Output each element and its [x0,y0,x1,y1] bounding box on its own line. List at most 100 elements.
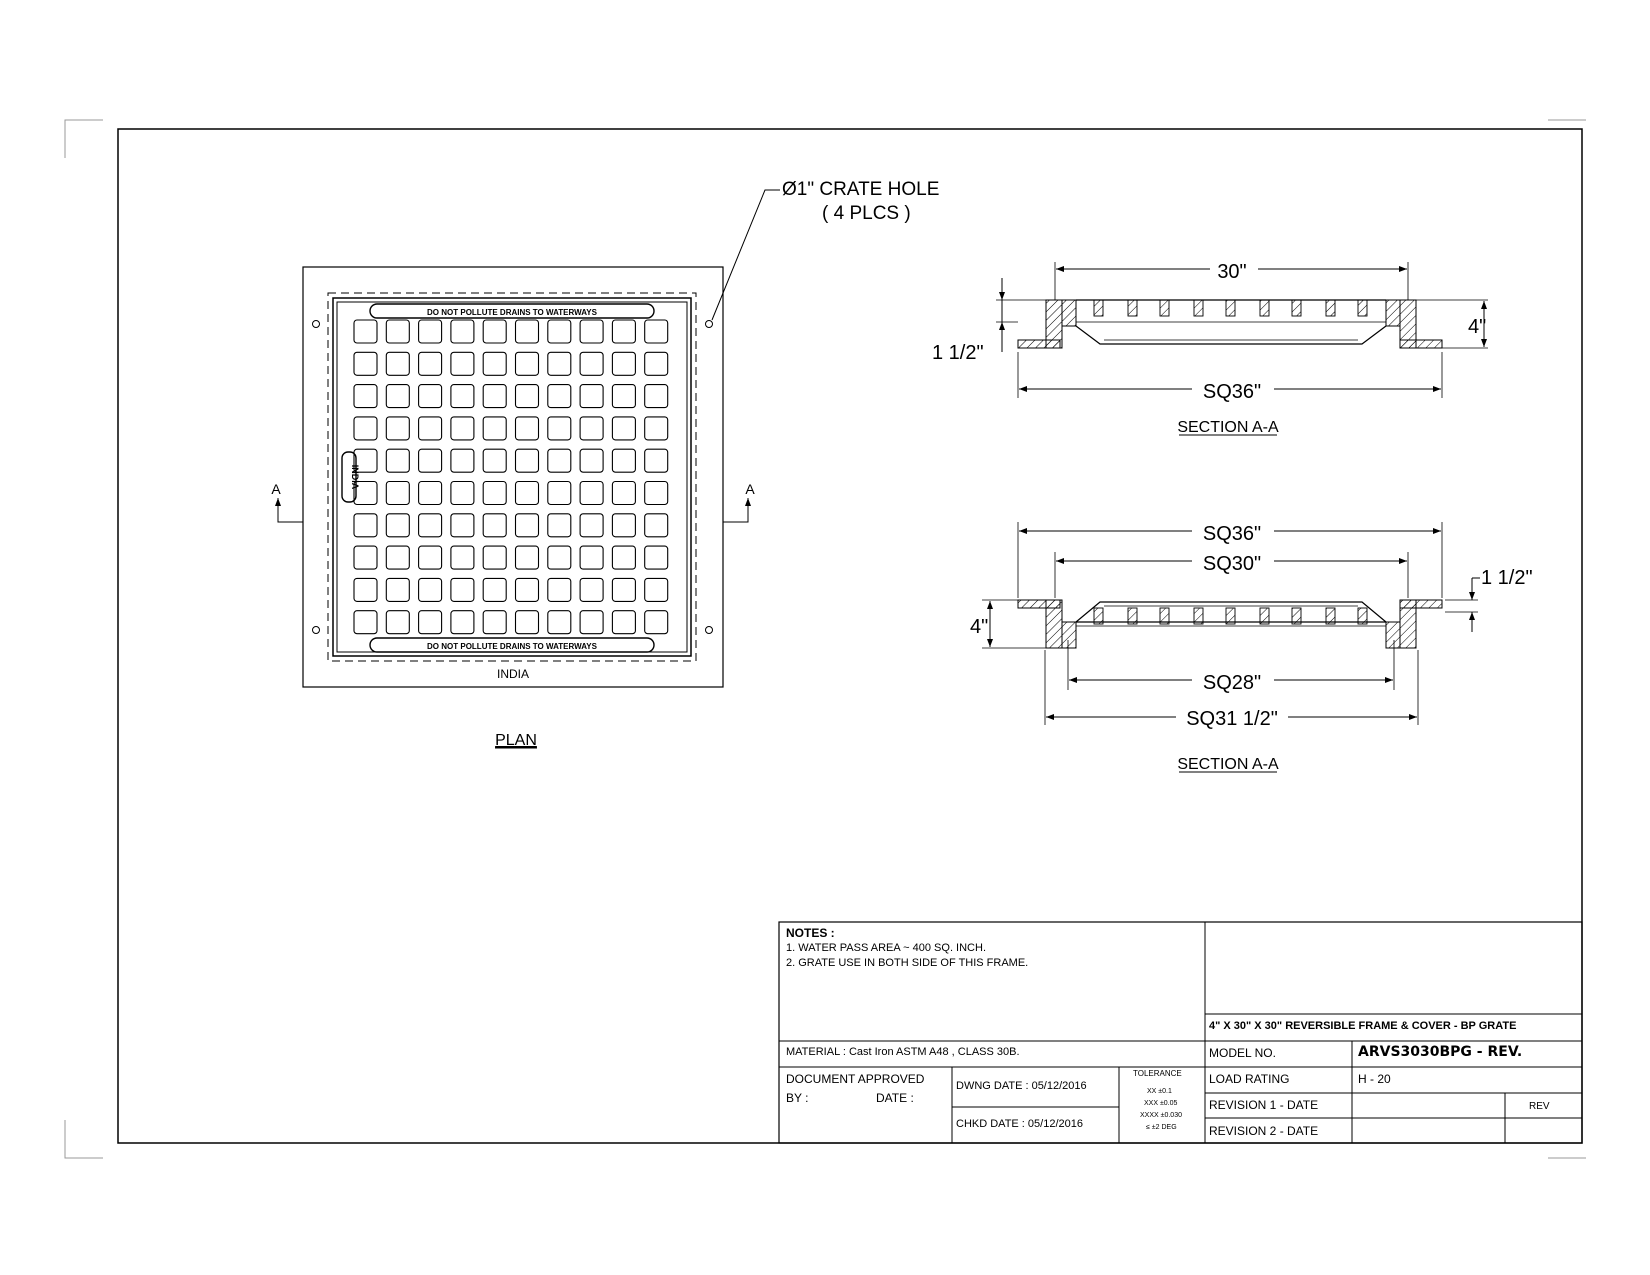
by-label: BY : [786,1091,809,1105]
plan-grate-inner [336,301,688,653]
hole-leader [711,189,780,321]
grate-opening [482,480,507,506]
grate-rib [1291,299,1302,317]
plan-view: Ø1" CRATE HOLE ( 4 PLCS ) DO NOT POLLUTE… [271,179,939,749]
crate-hole [705,320,713,328]
grate-opening [482,319,507,344]
grate-opening [547,351,572,376]
grate-opening [385,384,410,409]
grate-opening [450,351,475,376]
grate-opening [450,545,475,570]
dim-1-5-top: 1 1/2" [932,342,984,364]
frame-wall [1399,299,1417,349]
drawing-border [117,128,1583,1144]
grate-opening [579,545,604,570]
section-letter-left: A [271,481,281,497]
title-block-grid [778,921,1583,1144]
grate-opening [353,351,378,376]
top-banner-text: DO NOT POLLUTE DRAINS TO WATERWAYS [427,308,598,317]
grate-rib [1159,607,1170,625]
grate-ledge [1385,621,1401,649]
grate-opening [385,577,410,602]
grate-opening [611,513,636,538]
grate-opening [385,448,410,473]
grate-opening [514,384,540,409]
bottom-banner [369,637,655,653]
grate-opening [418,545,443,570]
grate-opening [514,448,540,473]
grate-opening [579,384,604,409]
grate-opening [418,610,443,635]
grate-ledge [1061,621,1077,649]
grate-rib [1225,607,1236,625]
grate-opening [611,577,636,602]
dim-sq36-bot: SQ36" [1203,523,1261,545]
grate-opening [418,513,443,538]
section-bottom-title: SECTION A-A [1177,756,1279,773]
grate-opening [418,351,443,376]
grate-opening [611,448,636,473]
doc-approved: DOCUMENT APPROVED [786,1072,925,1086]
model-value: ARVS3030BPG - REV. [1358,1044,1523,1060]
grate-opening [482,545,507,570]
grate-opening [611,545,636,570]
section-top: 30" 4" 1 1/2" SQ36" SECTION A-A [932,258,1488,436]
grate-opening [514,610,540,635]
grate-opening [385,610,410,635]
grate-rib [1291,607,1302,625]
grate-opening [644,480,669,506]
grate-opening [644,513,669,538]
material: MATERIAL : Cast Iron ASTM A48 , CLASS 30… [786,1046,1020,1058]
grate-opening [353,480,378,506]
grate-openings [353,319,669,635]
grate-opening [353,384,378,409]
grate-opening [385,351,410,376]
grate-opening [418,384,443,409]
dwng-date: DWNG DATE : 05/12/2016 [956,1080,1087,1092]
grate-opening [514,545,540,570]
grate-opening [482,384,507,409]
grate-opening [450,448,475,473]
grate-opening [450,513,475,538]
grate-opening [547,513,572,538]
grate-opening [611,319,636,344]
plan-dashed-outline [327,292,697,662]
grate-opening [547,610,572,635]
grate-opening [644,577,669,602]
grate-rib [1127,607,1138,625]
dim-sq30: SQ30" [1203,553,1261,575]
tolerance-4: ≤ ±2 DEG [1146,1124,1177,1131]
grate-opening [547,480,572,506]
grate-rib [1093,299,1104,317]
plan-outer-frame [302,266,724,688]
section-top-profile [1017,299,1443,349]
model-label: MODEL NO. [1209,1046,1276,1060]
plan-title: PLAN [495,732,537,749]
grate-opening [450,480,475,506]
note-2: 2. GRATE USE IN BOTH SIDE OF THIS FRAME. [786,957,1029,969]
grate-rib [1193,607,1204,625]
side-label-box [341,451,357,503]
grate-rib [1325,607,1336,625]
grate-rib [1259,607,1270,625]
grate-rib [1325,299,1336,317]
grate-opening [385,416,410,441]
grate-opening [644,610,669,635]
grate-opening [353,545,378,570]
grate-opening [514,416,540,441]
grate-opening [547,384,572,409]
grate-opening [418,416,443,441]
grate-opening [644,351,669,376]
bottom-banner-text: DO NOT POLLUTE DRAINS TO WATERWAYS [427,642,598,651]
crate-hole [312,320,320,328]
section-marker-right [723,498,751,523]
grate-opening [611,480,636,506]
tolerance-label: TOLERANCE [1133,1069,1182,1078]
grate-opening [644,545,669,570]
grate-opening [418,480,443,506]
section-marker-left [275,498,303,523]
dim-30: 30" [1217,261,1246,283]
section-bottom-profile [1017,599,1443,649]
grate-opening [579,513,604,538]
hole-qty: ( 4 PLCS ) [822,203,911,224]
